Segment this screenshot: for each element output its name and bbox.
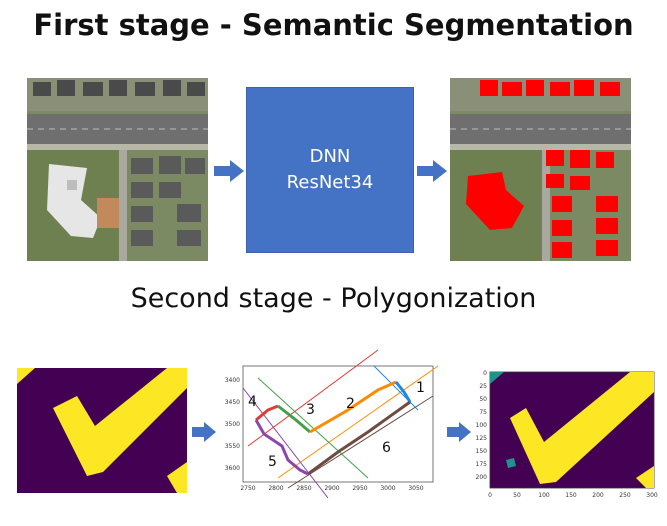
segment-6 — [307, 400, 411, 476]
y-tick: 75 — [479, 409, 487, 416]
y-tick: 0 — [483, 370, 487, 377]
y-tick: 150 — [476, 448, 488, 455]
segmentation-output-image — [450, 78, 631, 261]
fit-line-red — [247, 349, 379, 447]
y-tick: 175 — [476, 461, 488, 468]
x-tick: 2750 — [240, 485, 255, 492]
segment-1 — [394, 381, 412, 403]
y-tick: 3500 — [225, 421, 240, 428]
right-arrow-icon — [192, 422, 216, 442]
segment-label: 5 — [268, 454, 277, 470]
segment-3 — [277, 404, 311, 434]
dnn-model-box: DNN ResNet34 — [246, 87, 414, 253]
fit-line-orange — [277, 365, 439, 479]
x-tick: 2900 — [324, 485, 339, 492]
input-aerial-image — [27, 78, 208, 261]
segment-label: 2 — [346, 396, 355, 412]
segment-label: 3 — [306, 402, 315, 418]
y-tick: 200 — [476, 474, 488, 481]
fit-line-purple — [242, 387, 329, 498]
fit-line-blue — [373, 365, 419, 411]
dnn-label: DNN — [309, 146, 351, 167]
y-tick: 3600 — [225, 465, 240, 472]
x-tick: 250 — [619, 492, 631, 499]
x-tick: 2950 — [352, 485, 367, 492]
polygonization-plot: 2750 2800 2850 2900 2950 3000 3050 3400 … — [218, 348, 446, 498]
y-tick: 100 — [476, 422, 488, 429]
right-arrow-icon — [214, 160, 244, 182]
x-tick: 3000 — [380, 485, 395, 492]
x-tick: 300 — [646, 492, 658, 499]
y-tick: 3450 — [225, 399, 240, 406]
second-stage-title: Second stage - Polygonization — [130, 283, 537, 314]
segment-label: 1 — [416, 380, 425, 396]
x-tick: 200 — [592, 492, 604, 499]
x-tick: 2850 — [296, 485, 311, 492]
y-tick: 50 — [479, 396, 487, 403]
y-tick: 25 — [479, 383, 487, 390]
x-tick: 150 — [565, 492, 577, 499]
y-tick: 125 — [476, 435, 488, 442]
x-tick: 2800 — [268, 485, 283, 492]
right-arrow-icon — [417, 160, 447, 182]
x-tick: 50 — [513, 492, 521, 499]
resnet34-label: ResNet34 — [286, 172, 374, 193]
segment-label: 4 — [248, 394, 257, 410]
y-tick: 3400 — [225, 377, 240, 384]
first-stage-title: First stage - Semantic Segmentation — [33, 8, 634, 42]
polygon-result-plot: 0 25 50 75 100 125 150 175 200 0 50 100 … — [470, 362, 660, 512]
right-arrow-icon — [447, 422, 471, 442]
segment-5 — [254, 419, 309, 476]
segment-4 — [255, 404, 279, 422]
y-tick: 3550 — [225, 443, 240, 450]
fit-line-green — [257, 377, 369, 479]
binary-mask-image — [17, 368, 187, 493]
x-tick: 3050 — [408, 485, 423, 492]
segment-label: 6 — [382, 440, 391, 456]
x-tick: 100 — [538, 492, 550, 499]
segment-2 — [309, 380, 397, 434]
x-tick: 0 — [488, 492, 492, 499]
